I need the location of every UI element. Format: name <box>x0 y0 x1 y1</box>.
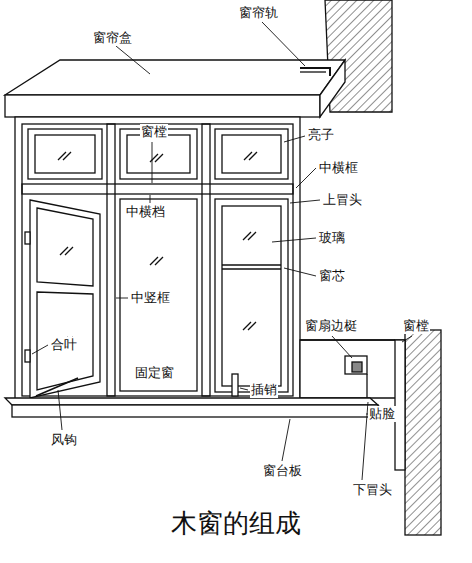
part-label: 亮子 <box>307 127 335 143</box>
part-label: 上冒头 <box>322 192 363 208</box>
part-label: 风钩 <box>50 432 78 448</box>
part-label: 窗樘 <box>402 318 430 334</box>
part-label: 合叶 <box>50 337 78 353</box>
part-label: 下冒头 <box>352 482 393 498</box>
part-label: 中横档 <box>125 204 166 220</box>
part-label: 玻璃 <box>318 230 346 246</box>
part-label: 窗台板 <box>262 463 303 479</box>
part-label: 中横框 <box>318 160 359 176</box>
part-label: 中竖框 <box>130 290 171 306</box>
part-label: 插销 <box>250 382 278 398</box>
part-label: 窗帘盒 <box>92 30 133 46</box>
figure-caption: 木窗的组成 <box>0 508 472 540</box>
part-label: 窗芯 <box>318 268 346 284</box>
part-label: 窗樘 <box>140 124 168 140</box>
part-label: 窗帘轨 <box>238 5 279 21</box>
part-label: 贴脸 <box>368 406 396 422</box>
part-label: 固定窗 <box>134 365 175 381</box>
part-label: 窗扇边梃 <box>304 318 358 334</box>
